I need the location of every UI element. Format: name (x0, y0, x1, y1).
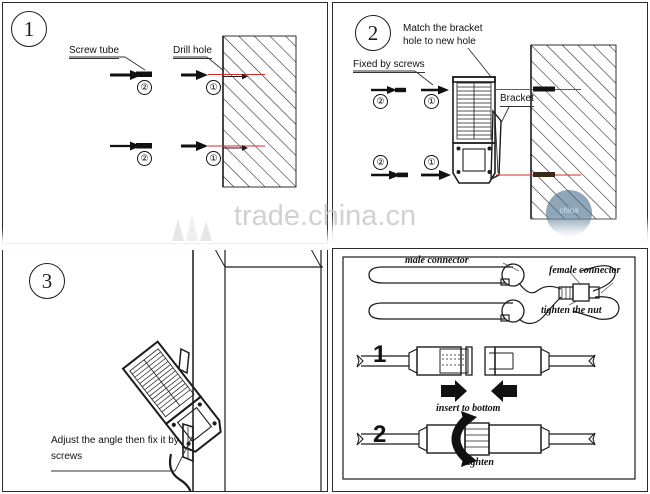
panel-1-step-number: 1 (11, 11, 47, 47)
panel-3-label-adjust-line1: Adjust the angle then fix it by (51, 435, 179, 446)
panel-4-substep-1-number: 1 (373, 341, 387, 368)
panel-1-label-drill-hole: Drill hole (173, 45, 212, 59)
panel-3-label-adjust-line2: screws (51, 451, 83, 462)
panel-1-label-screw-tube: Screw tube (69, 45, 120, 59)
panel-4-label-tighten-the-nut: tighten the nut (541, 305, 602, 316)
panel-4-substep-2-number: 2 (373, 421, 387, 448)
panel-2-artwork (353, 44, 617, 220)
panel-2-mount-bracket-to-wall: 2 (332, 2, 648, 244)
panel-4-label-male-connector: male connector (405, 255, 469, 266)
panel-4-label-tighten: tighten (465, 457, 494, 468)
panel-4-connector-assembly: male connector female connector tighten … (332, 248, 648, 492)
panel-2-label-bracket: Bracket (500, 93, 534, 107)
panel-2-marker-first-top: ① (424, 94, 439, 109)
panel-2-marker-first-bottom: ① (424, 155, 439, 170)
panel-1-marker-first-bottom: ① (206, 151, 221, 166)
panel-4-label-female-connector: female connector (549, 265, 621, 276)
panel-3-artwork (51, 249, 323, 491)
panel-1-marker-second-bottom: ② (137, 151, 152, 166)
panel-2-marker-second-top: ② (373, 94, 388, 109)
panel-2-label-fixed-by-screws: Fixed by screws (353, 59, 425, 73)
panel-1-marker-second-top: ② (137, 80, 152, 95)
panel-3-step-number: 3 (29, 263, 65, 299)
panel-1-marker-first-top: ① (206, 80, 221, 95)
panel-1-artwork (69, 35, 297, 188)
panel-2-label-match-hole-line2: hole to new hole (403, 36, 476, 47)
panel-1-drill-and-insert-screw-tube: 1 (2, 2, 328, 244)
panel-4-label-insert-to-bottom: insert to bottom (436, 403, 501, 414)
panel-2-marker-second-bottom: ② (373, 155, 388, 170)
panel-2-label-match-hole-line1: Match the bracket (403, 23, 483, 34)
panel-2-step-number: 2 (355, 15, 391, 51)
panel-4-artwork (342, 256, 636, 480)
panel-3-adjust-angle-and-fix: 3 (2, 248, 328, 492)
